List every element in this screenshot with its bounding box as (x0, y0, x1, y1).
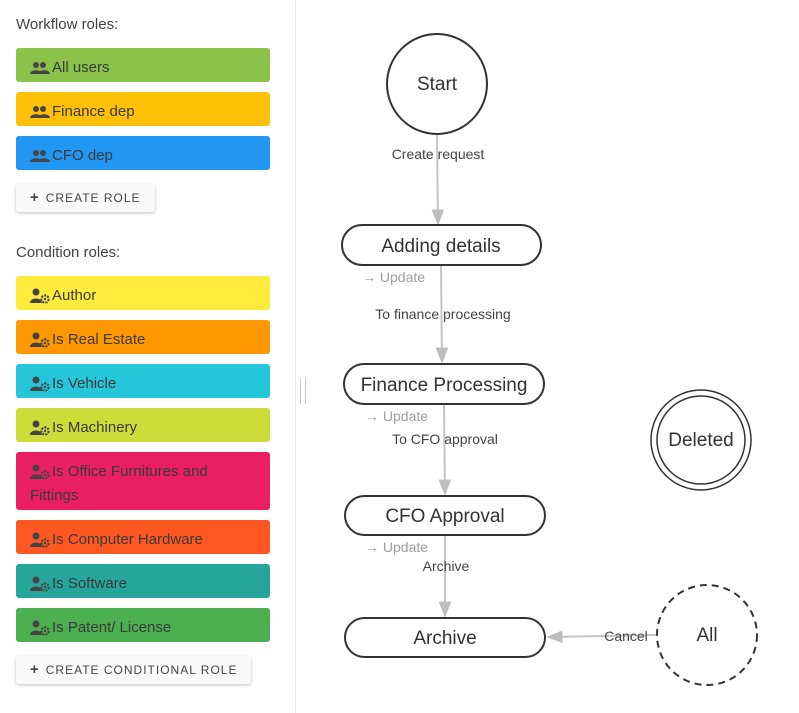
person-gear-icon (30, 576, 52, 592)
node-finance-processing[interactable]: Finance Processing (343, 363, 545, 405)
role-label: Is Office Furnitures and Fittings (30, 463, 208, 505)
group-icon (30, 61, 52, 75)
create-role-button[interactable]: +CREATE ROLE (16, 184, 155, 212)
panel-resize-handle[interactable] (300, 378, 306, 404)
role-label: Is Computer Hardware (52, 531, 203, 549)
role-tag[interactable]: CFO dep (16, 136, 270, 170)
person-gear-icon (30, 420, 52, 436)
node-deleted-label: Deleted (668, 430, 734, 451)
role-tag[interactable]: Finance dep (16, 92, 270, 126)
node-archive[interactable]: Archive (344, 617, 546, 658)
node-all[interactable]: All (656, 584, 758, 686)
group-icon (30, 105, 52, 119)
node-cfo-approval-label: CFO Approval (385, 506, 504, 527)
role-tag[interactable]: Is Vehicle (16, 364, 270, 398)
role-tag[interactable]: Is Machinery (16, 408, 270, 442)
node-all-label: All (696, 625, 717, 646)
role-tag[interactable]: Is Patent/ License (16, 608, 270, 642)
role-label: Is Machinery (52, 419, 138, 437)
role-label: Finance dep (52, 103, 135, 121)
role-tag[interactable]: Is Software (16, 564, 270, 598)
person-gear-icon (30, 620, 52, 636)
node-start[interactable]: Start (386, 33, 488, 135)
role-label: Is Real Estate (52, 331, 146, 349)
edge-to-finance[interactable] (435, 264, 449, 364)
condition-roles-title: Condition roles: (16, 244, 121, 261)
role-tag[interactable]: Is Computer Hardware (16, 520, 270, 554)
role-tag[interactable]: Author (16, 276, 270, 310)
node-cfo-approval[interactable]: CFO Approval (344, 495, 546, 536)
node-adding-details-label: Adding details (381, 236, 500, 257)
group-icon (30, 149, 52, 163)
node-adding-details[interactable]: Adding details (341, 224, 542, 266)
role-label: CFO dep (52, 147, 113, 165)
role-label: Is Vehicle (52, 375, 117, 393)
edge-create-request[interactable] (431, 134, 445, 226)
role-label: All users (52, 59, 110, 77)
create-conditional-role-button[interactable]: +CREATE CONDITIONAL ROLE (16, 656, 252, 684)
node-deleted[interactable]: Deleted (650, 389, 752, 491)
edge-to-cfo[interactable] (438, 403, 452, 496)
person-gear-icon (30, 332, 52, 348)
role-tag[interactable]: Is Office Furnitures and Fittings (16, 452, 270, 510)
person-gear-icon (30, 288, 52, 304)
person-gear-icon (30, 376, 52, 392)
role-tag[interactable]: Is Real Estate (16, 320, 270, 354)
node-finance-processing-label: Finance Processing (361, 375, 528, 396)
workflow-roles-title: Workflow roles: (16, 16, 119, 33)
self-update-adding-details[interactable]: → Update (362, 269, 425, 285)
role-label: Is Software (52, 575, 128, 593)
edge-label-to-cfo: To CFO approval (392, 431, 498, 447)
node-archive-label: Archive (413, 628, 476, 649)
plus-icon: + (30, 661, 40, 678)
plus-icon: + (30, 189, 40, 206)
edge-label-create-request: Create request (392, 146, 485, 162)
edge-label-to-finance: To finance processing (375, 306, 510, 322)
edge-cancel[interactable] (546, 630, 657, 644)
edge-label-archive: Archive (423, 558, 470, 574)
person-gear-icon (30, 464, 52, 480)
self-update-finance-processing[interactable]: → Update (365, 408, 428, 424)
node-start-label: Start (417, 74, 458, 95)
self-update-cfo-approval[interactable]: → Update (365, 539, 428, 555)
person-gear-icon (30, 532, 52, 548)
edge-label-cancel: Cancel (604, 628, 648, 644)
role-label: Is Patent/ License (52, 619, 172, 637)
role-tag[interactable]: All users (16, 48, 270, 82)
role-label: Author (52, 287, 97, 305)
